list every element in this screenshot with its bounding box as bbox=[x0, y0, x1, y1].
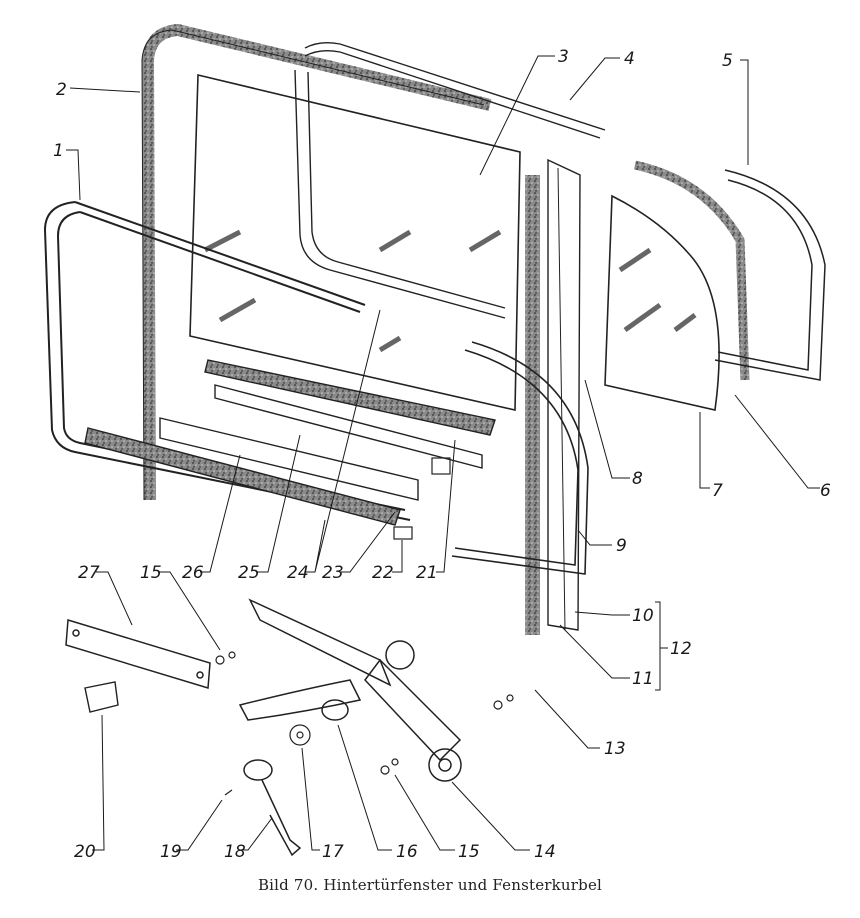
callout-20: 20 bbox=[74, 842, 96, 862]
callout-13: 13 bbox=[604, 739, 626, 759]
callout-numbers: 1 2 3 4 5 6 7 8 9 10 11 12 13 14 15 16 1… bbox=[53, 47, 831, 862]
callout-11: 11 bbox=[632, 669, 654, 689]
horizontal-strips bbox=[84, 359, 496, 540]
inner-frame bbox=[294, 69, 506, 319]
main-glass-part-3 bbox=[189, 73, 521, 411]
callout-6: 6 bbox=[820, 481, 831, 501]
callout-14: 14 bbox=[534, 842, 556, 862]
quarter-seal-part-6 bbox=[634, 160, 750, 381]
leader-lines bbox=[66, 55, 820, 851]
callout-16: 16 bbox=[396, 842, 418, 862]
clip-part-20 bbox=[84, 681, 119, 713]
callout-27: 27 bbox=[78, 563, 100, 583]
callout-12: 12 bbox=[670, 639, 692, 659]
channel-strip-part-4 bbox=[304, 41, 606, 139]
callout-15-lower: 15 bbox=[458, 842, 480, 862]
bracket-part-27 bbox=[65, 619, 211, 689]
callout-8: 8 bbox=[632, 469, 643, 489]
curved-trim-part-5 bbox=[714, 169, 826, 381]
callout-25: 25 bbox=[238, 563, 260, 583]
callout-7: 7 bbox=[712, 481, 723, 501]
callout-9: 9 bbox=[616, 536, 627, 556]
callout-4: 4 bbox=[624, 49, 635, 69]
callout-26: 26 bbox=[182, 563, 204, 583]
guide-rail-part-9 bbox=[451, 341, 589, 575]
small-hardware bbox=[215, 651, 514, 796]
callout-15-upper: 15 bbox=[140, 563, 162, 583]
quarter-glass-part-7 bbox=[604, 194, 720, 411]
figure-caption: Bild 70. Hintertürfenster und Fensterkur… bbox=[257, 876, 603, 894]
callout-24: 24 bbox=[287, 563, 309, 583]
window-frame-part-1 bbox=[43, 201, 411, 521]
callout-17: 17 bbox=[322, 842, 344, 862]
callout-19: 19 bbox=[160, 842, 182, 862]
callout-10: 10 bbox=[632, 606, 654, 626]
callout-23: 23 bbox=[322, 563, 344, 583]
seal-frame-part-2 bbox=[141, 23, 492, 501]
callout-5: 5 bbox=[722, 51, 733, 71]
callout-22: 22 bbox=[372, 563, 394, 583]
callout-3: 3 bbox=[558, 47, 569, 67]
crank-handle-part-18 bbox=[243, 759, 302, 857]
window-regulator-part-14 bbox=[238, 598, 462, 782]
callout-18: 18 bbox=[224, 842, 246, 862]
callout-1: 1 bbox=[53, 141, 64, 161]
callout-2: 2 bbox=[56, 80, 67, 100]
callout-21: 21 bbox=[416, 563, 438, 583]
